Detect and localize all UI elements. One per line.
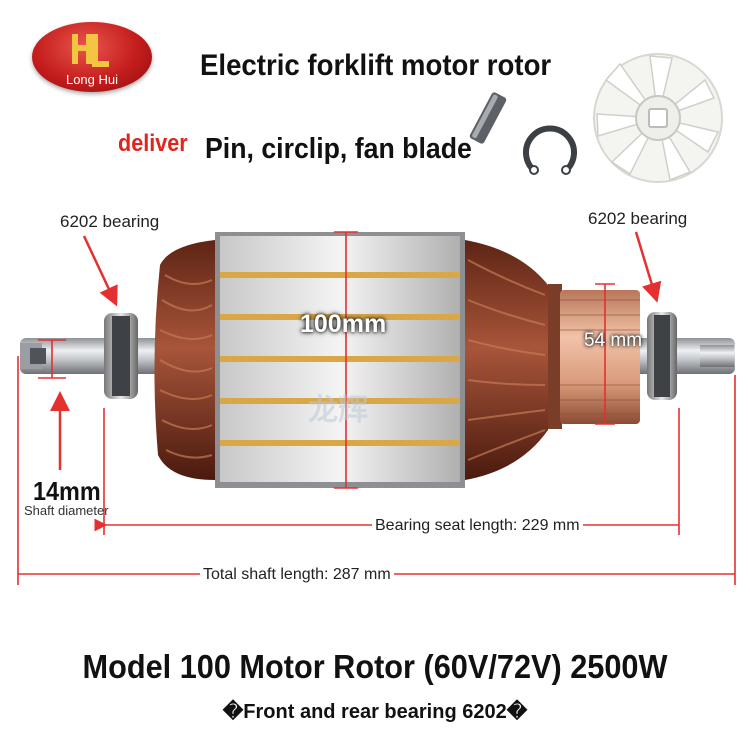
winding-left [154, 240, 215, 480]
deliver-items: Pin, circlip, fan blade [205, 133, 472, 165]
fan-blade-icon [593, 53, 723, 183]
watermark: 龙辉 [308, 394, 368, 427]
bearing-right-arrow [634, 231, 662, 303]
bearing-seat-length-label: Bearing seat length: 229 mm [372, 517, 583, 535]
shaft-diameter-label: Shaft diameter [24, 503, 109, 518]
logo-text: Long Hui [65, 72, 119, 87]
model-title: Model 100 Motor Rotor (60V/72V) 2500W [82, 648, 668, 685]
commutator-diameter-label: 54 mm [584, 330, 643, 351]
left-bearing [104, 313, 138, 399]
bearing-note: �Front and rear bearing 6202� [222, 701, 528, 723]
bearing-left-arrow [82, 235, 118, 307]
bearing-right-label: 6202 bearing [588, 209, 688, 228]
brand-logo: Long Hui [32, 22, 152, 92]
bearing-left-label: 6202 bearing [60, 212, 160, 231]
dimension-lines [17, 231, 736, 585]
circlip-icon [523, 125, 577, 175]
logo-mark-icon [72, 34, 109, 67]
pin-icon [469, 92, 507, 144]
total-shaft-length-label: Total shaft length: 287 mm [200, 566, 394, 584]
deliver-label: deliver [118, 130, 188, 157]
page-title: Electric forklift motor rotor [200, 49, 552, 82]
right-bearing [647, 312, 677, 400]
shaft-diameter-value: 14mm [33, 476, 101, 506]
winding-right [465, 240, 548, 480]
core-diameter-label: 100mm [300, 310, 387, 338]
commutator [560, 290, 640, 424]
core-laminations [220, 236, 460, 482]
